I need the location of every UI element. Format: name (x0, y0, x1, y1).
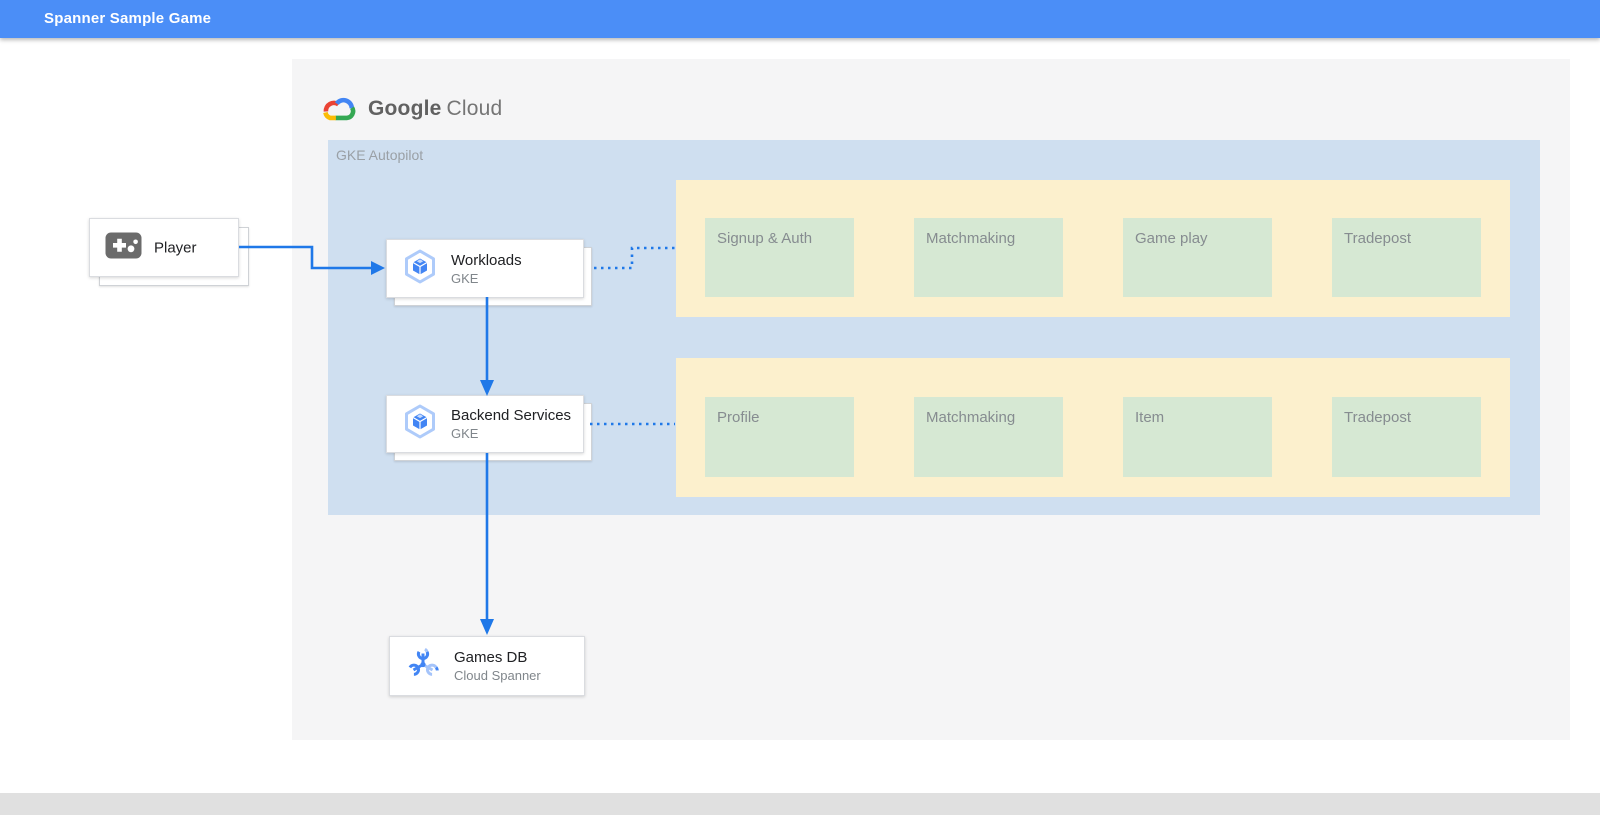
service-box-tradepost-bottom: Tradepost (1332, 397, 1481, 477)
gamepad-icon (105, 232, 142, 264)
gke-autopilot-label: GKE Autopilot (336, 147, 424, 163)
workloads-node-title: Workloads (451, 251, 522, 269)
backend-services-node-title: Backend Services (451, 407, 572, 424)
app-title-bar: Spanner Sample Game (0, 0, 1600, 38)
backend-services-group: Profile Matchmaking Item Tradepost (676, 358, 1510, 497)
service-label: Signup & Auth (717, 230, 813, 247)
service-box-item: Item (1123, 397, 1272, 477)
games-db-node-subtitle: Cloud Spanner (454, 668, 541, 683)
logo-word-google: Google (368, 97, 442, 120)
player-node: Player (89, 218, 239, 277)
service-box-signup-auth: Signup & Auth (705, 218, 854, 297)
service-box-matchmaking-bottom: Matchmaking (914, 397, 1063, 477)
service-box-tradepost-top: Tradepost (1332, 218, 1481, 297)
logo-word-cloud: Cloud (446, 97, 503, 120)
service-label: Game play (1135, 230, 1208, 247)
gke-hexagon-icon (402, 404, 438, 445)
gke-hexagon-icon (402, 248, 438, 289)
frontend-services-group: Signup & Auth Matchmaking Game play Trad… (676, 180, 1510, 317)
player-node-label: Player (154, 239, 197, 256)
service-label: Profile (717, 409, 760, 426)
google-cloud-logo-icon (318, 94, 358, 124)
games-db-node-title: Games DB (454, 649, 528, 666)
workloads-node-subtitle: GKE (451, 270, 479, 286)
backend-services-node: Backend Services GKE (386, 395, 584, 453)
games-db-node: Games DB Cloud Spanner (389, 636, 585, 696)
service-label: Matchmaking (926, 409, 1016, 426)
workloads-node: Workloads GKE (386, 239, 584, 298)
service-box-profile: Profile (705, 397, 854, 477)
service-label: Tradepost (1344, 409, 1411, 426)
service-label: Item (1135, 409, 1165, 426)
footer-strip (0, 793, 1600, 815)
app-title: Spanner Sample Game (44, 10, 212, 27)
cloud-spanner-icon (405, 645, 441, 688)
service-label: Tradepost (1344, 230, 1411, 247)
service-box-game-play: Game play (1123, 218, 1272, 297)
service-box-matchmaking-top: Matchmaking (914, 218, 1063, 297)
service-label: Matchmaking (926, 230, 1016, 247)
backend-services-node-subtitle: GKE (451, 426, 479, 441)
